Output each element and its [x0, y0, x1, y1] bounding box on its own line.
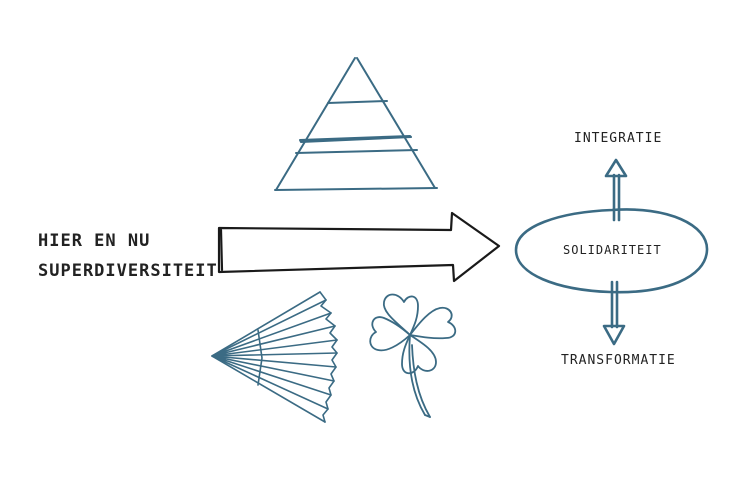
hier-en-nu-line1: Hier en nu [38, 231, 151, 251]
solidariteit-label: Solidariteit [563, 243, 662, 257]
arrow-down-icon [602, 280, 626, 346]
clover-icon [369, 293, 457, 418]
hier-en-nu-label: Hier en nu superdiversiteit [38, 226, 218, 286]
integratie-label: Integratie [574, 131, 663, 146]
transformatie-label: Transformatie [561, 353, 676, 368]
pyramid-icon [274, 57, 438, 191]
hier-en-nu-line2: superdiversiteit [38, 261, 218, 281]
arrow-up-icon [604, 158, 628, 222]
solidariteit-ellipse [514, 208, 709, 294]
arrow-right-icon [217, 211, 501, 283]
fan-icon [211, 291, 338, 423]
